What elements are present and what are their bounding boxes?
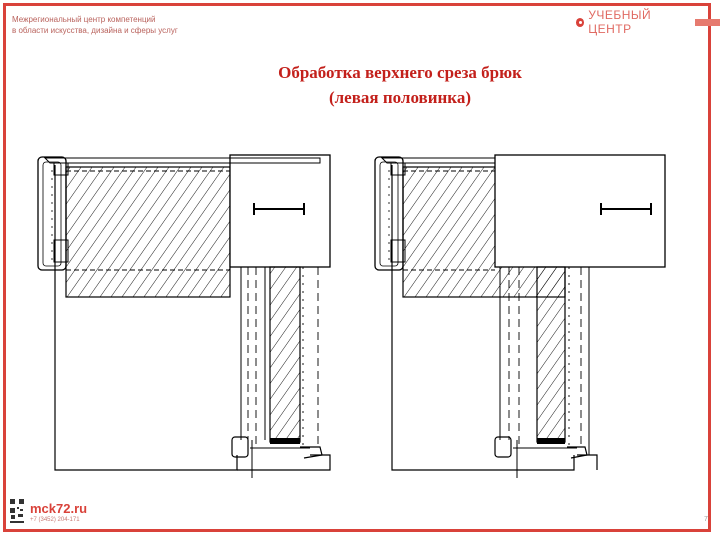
slide-frame	[3, 3, 711, 532]
drawing-left	[37, 154, 331, 478]
org-name-line2: в области искусства, дизайна и сферы усл…	[12, 26, 178, 35]
org-name-line1: Межрегиональный центр компетенций	[12, 15, 156, 24]
drawing-right	[374, 154, 666, 478]
title-line1: Обработка верхнего среза брюк	[278, 63, 522, 82]
brand-logo: УЧЕБНЫЙ ЦЕНТР	[576, 8, 720, 36]
fly-panel	[229, 154, 331, 268]
brand-circle-icon	[576, 17, 585, 27]
org-name: Межрегиональный центр компетенций в обла…	[12, 14, 178, 36]
waistband-hatched	[65, 166, 231, 298]
slide-title: Обработка верхнего среза брюк (левая пол…	[180, 60, 620, 110]
brand-text: УЧЕБНЫЙ ЦЕНТР	[588, 8, 652, 36]
fly-panel-right	[494, 154, 666, 268]
site-url: mck72.ru	[30, 501, 88, 516]
qr-code-icon	[9, 498, 25, 525]
brand-tag-icon	[695, 18, 720, 26]
title-line2: (левая половинка)	[328, 88, 472, 107]
page-number: 7	[704, 516, 708, 523]
phone-number: +7 (3452) 204-171	[30, 517, 80, 523]
